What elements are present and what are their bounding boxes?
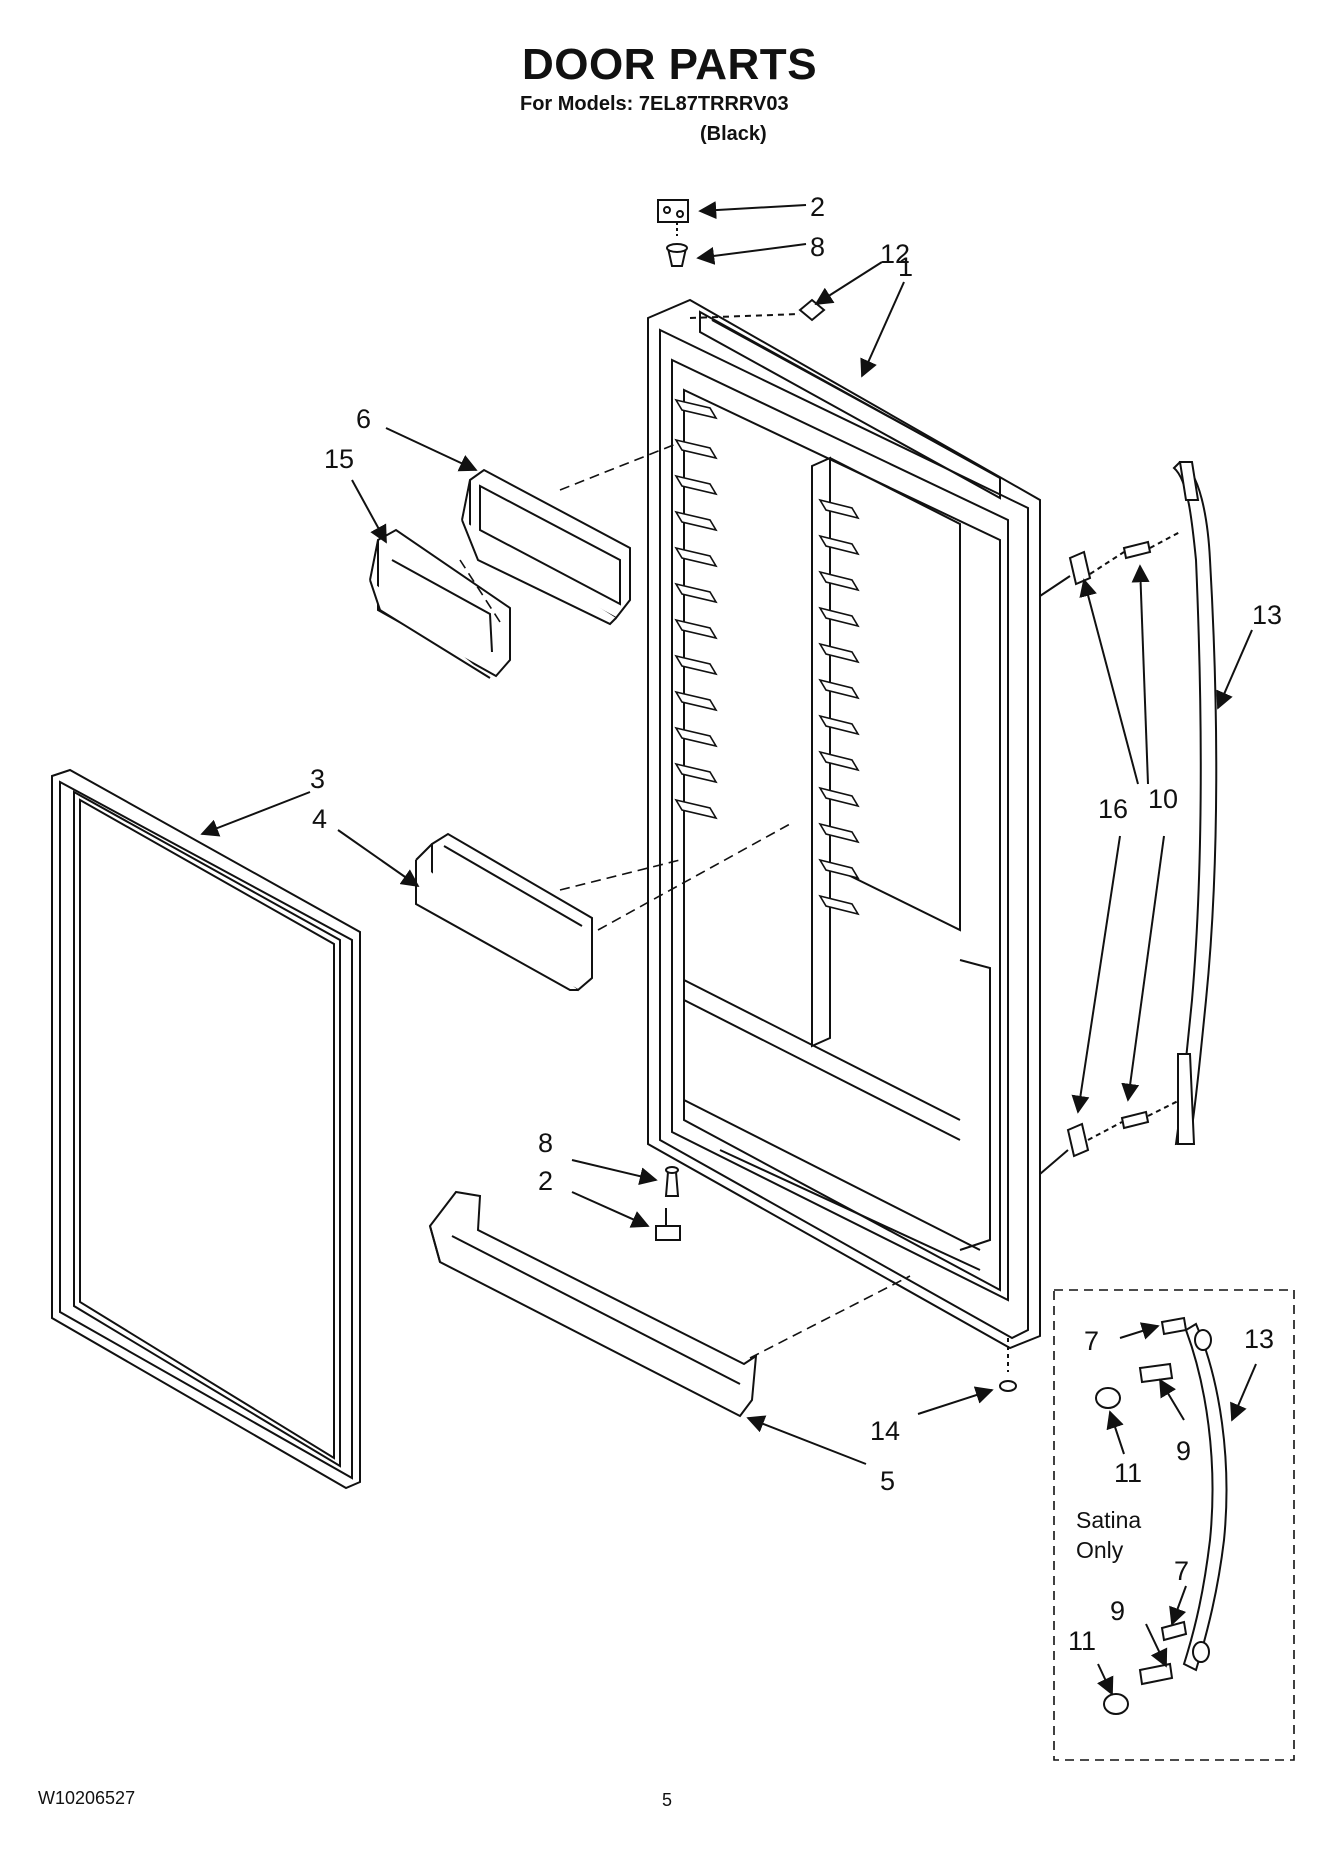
callout-13-inset: 13 [1244, 1324, 1274, 1354]
callout-15: 15 [324, 444, 354, 474]
part-12-plug [689, 298, 826, 322]
door-gasket [51, 768, 361, 1490]
callout-3: 3 [310, 764, 325, 794]
callout-7-b: 7 [1174, 1556, 1189, 1586]
callout-1: 1 [898, 252, 913, 282]
satina-only-note: Satina Only [1076, 1507, 1148, 1563]
door-liner [647, 298, 1041, 1350]
callout-2-bottom: 2 [538, 1166, 553, 1196]
callout-9-a: 9 [1176, 1436, 1191, 1466]
bottom-hinge-part [655, 1166, 681, 1241]
handle-clips-and-screws [1039, 531, 1181, 1175]
satina-handle-13 [1182, 1322, 1228, 1672]
satina-only-note-line1: Satina [1076, 1507, 1141, 1533]
model-subtitle: For Models: 7EL87TRRRV03 [520, 93, 789, 115]
door-liner-ribs-right [818, 498, 860, 916]
page-title: DOOR PARTS [521, 40, 818, 89]
callout-16: 16 [1098, 794, 1128, 824]
door-bin-5 [428, 1190, 758, 1418]
dairy-cover-15 [369, 528, 511, 679]
part-14-cap [999, 1338, 1017, 1392]
callout-6: 6 [356, 404, 371, 434]
callout-5: 5 [880, 1466, 895, 1496]
document-number: W10206527 [38, 1788, 136, 1808]
door-bin-6 [461, 468, 631, 626]
callout-10: 10 [1148, 784, 1178, 814]
callout-4: 4 [312, 804, 327, 834]
door-liner-ribs-left [674, 398, 718, 820]
callout-8-top: 8 [810, 232, 825, 262]
top-hinge-part [657, 199, 689, 267]
door-handle-13 [1172, 460, 1218, 1146]
satina-inset-box [1053, 1289, 1295, 1761]
leader-arrows [200, 201, 1257, 1696]
satina-only-note-line2: Only [1076, 1537, 1124, 1563]
callout-13-main: 13 [1252, 600, 1282, 630]
callout-7-a: 7 [1084, 1326, 1099, 1356]
callout-2-top: 2 [810, 192, 825, 222]
callout-11-a: 11 [1114, 1458, 1142, 1488]
door-bin-4 [415, 832, 593, 992]
callout-11-b: 11 [1068, 1626, 1096, 1656]
color-variant: (Black) [700, 123, 767, 145]
callout-12: 12 [880, 239, 910, 269]
page-number: 5 [662, 1790, 673, 1810]
assembly-lines [459, 443, 911, 1359]
callout-14: 14 [870, 1416, 900, 1446]
callout-8-bottom: 8 [538, 1128, 553, 1158]
callout-9-b: 9 [1110, 1596, 1125, 1626]
